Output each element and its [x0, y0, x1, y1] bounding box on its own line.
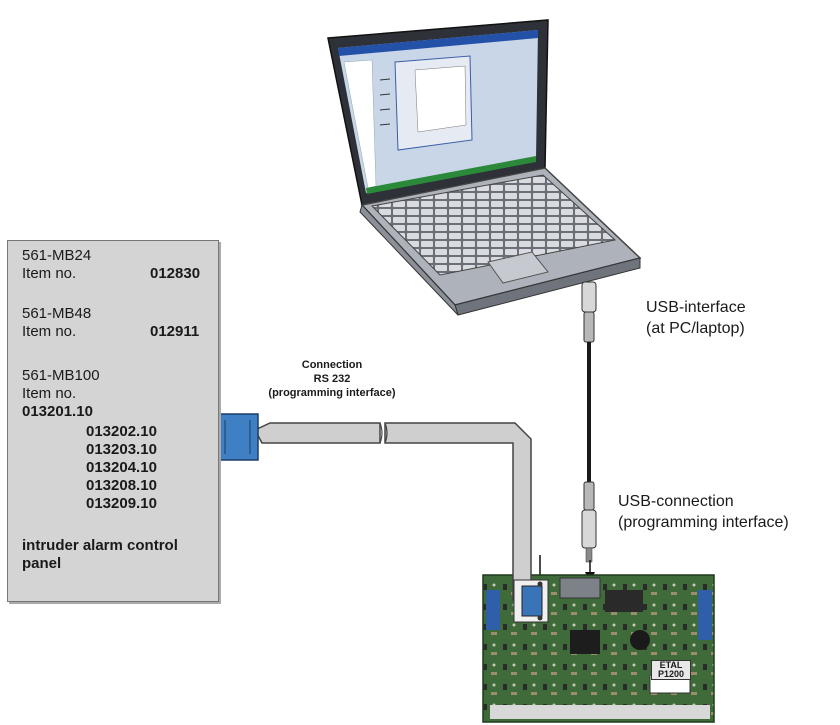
item-no-value: 012830 — [150, 265, 201, 282]
model-561-mb24: 561-MB24 — [22, 247, 92, 264]
usb-interface-label: USB-interface — [646, 299, 746, 316]
item-no-value: 013208.10 — [86, 477, 157, 494]
item-no-value: 013202.10 — [86, 423, 157, 440]
usb-cable — [581, 281, 597, 563]
item-no-value: 013203.10 — [86, 441, 157, 458]
model-561-mb100: 561-MB100 — [22, 367, 100, 384]
board-connector — [513, 579, 549, 623]
item-no-label: Item no. — [22, 385, 77, 402]
laptop-image — [327, 19, 642, 316]
item-no-value: 013204.10 — [86, 459, 157, 476]
panel-description: panel — [22, 555, 62, 572]
rs232-cable — [253, 422, 532, 601]
item-no-value: 012911 — [150, 323, 200, 340]
usb-connection-label: USB-connection — [618, 493, 734, 510]
item-no-label: Item no. — [22, 323, 77, 340]
item-no-value: 013209.10 — [86, 495, 157, 512]
model-561-mb48: 561-MB48 — [22, 305, 92, 322]
board-chip-label: ETAL P1200 — [651, 660, 691, 680]
item-no-label: Item no. — [22, 265, 77, 282]
item-no-value: 013201.10 — [22, 403, 93, 420]
control-panel-box: 561-MB24 Item no. 012830 561-MB48 Item n… — [7, 240, 219, 602]
usb-interface-sublabel: (at PC/laptop) — [646, 320, 745, 337]
usb-connection-sublabel: (programming interface) — [618, 514, 789, 531]
panel-description: intruder alarm control — [22, 537, 178, 554]
rs232-label: Connection RS 232 (programming interface… — [268, 359, 396, 399]
